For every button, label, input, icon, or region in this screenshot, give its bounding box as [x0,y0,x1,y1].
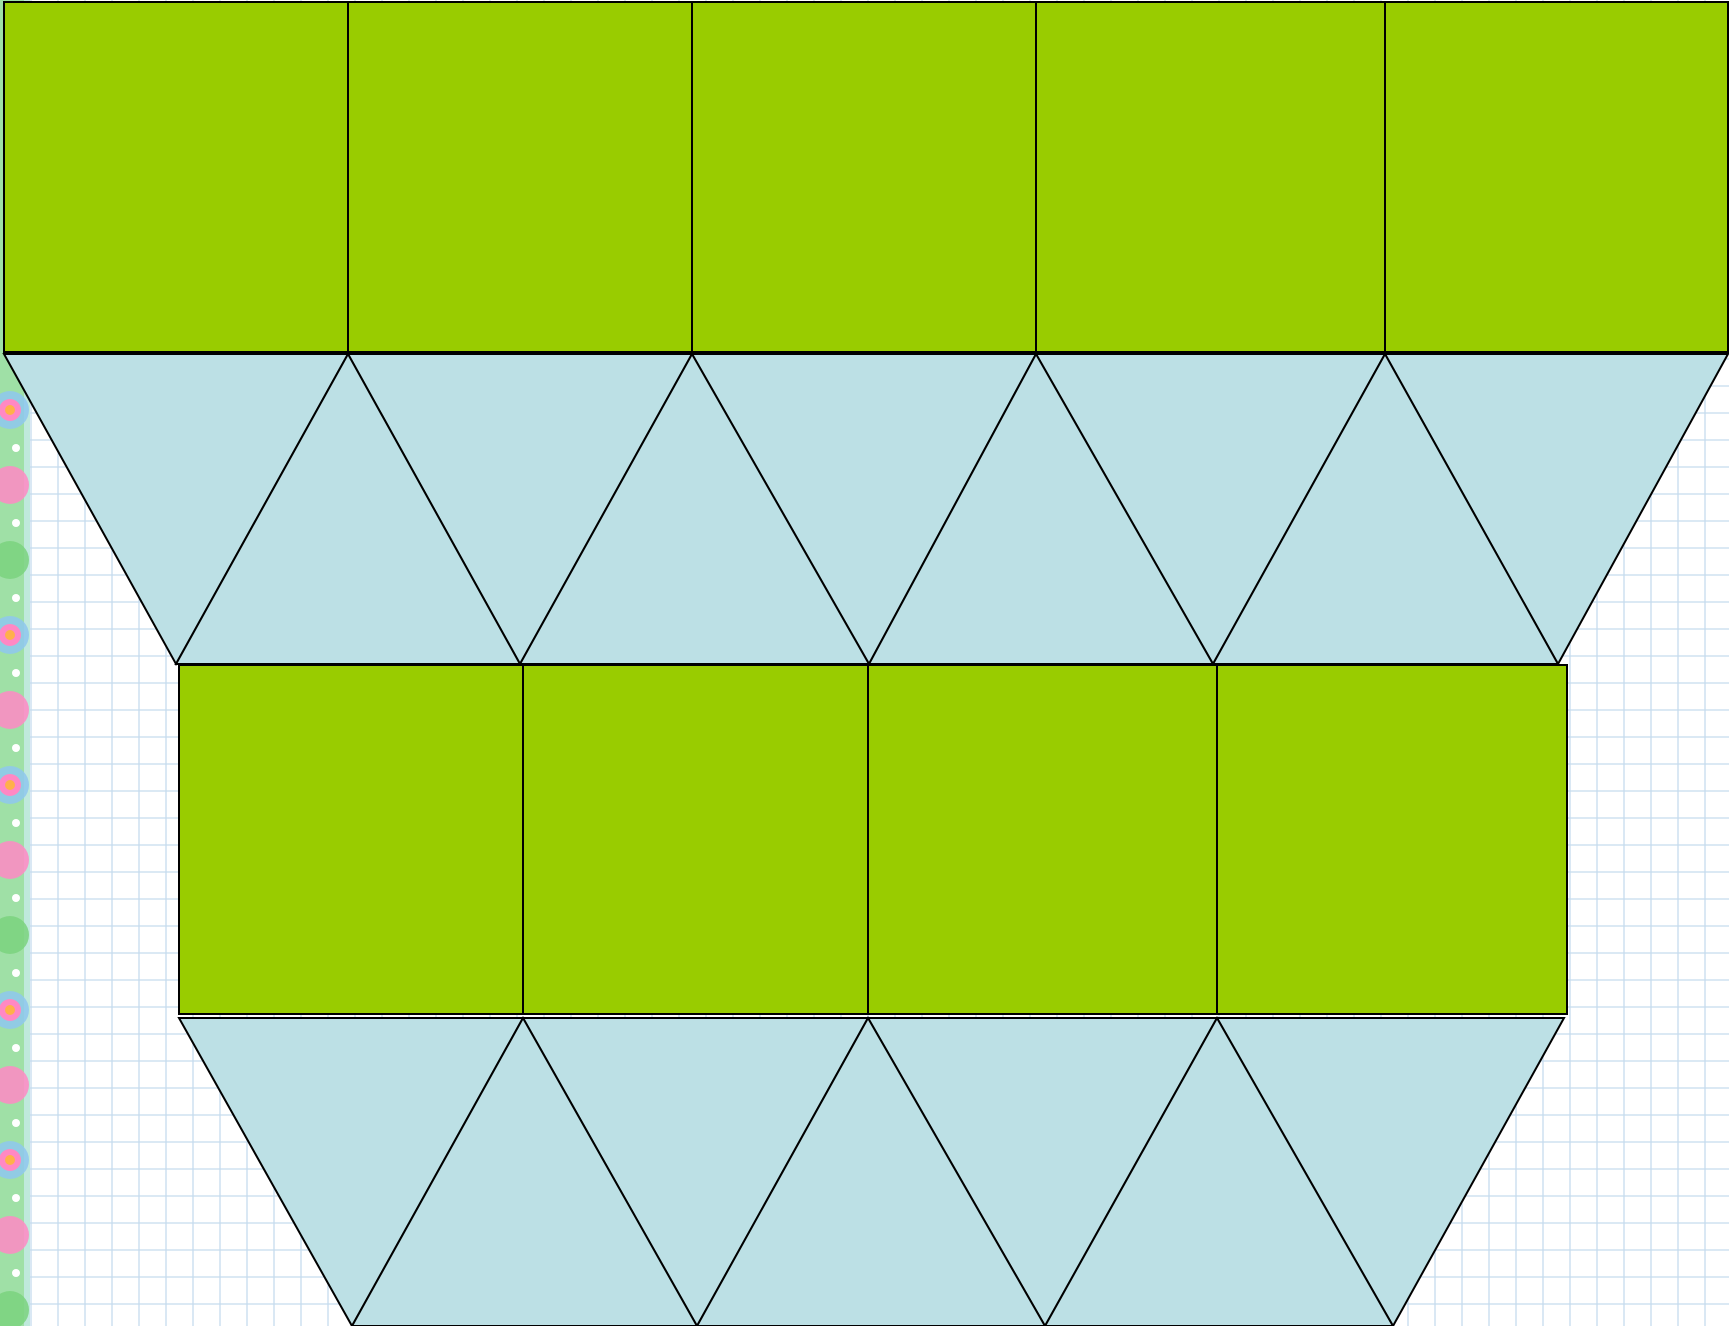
square-face [868,665,1217,1014]
square-face [692,2,1036,352]
square-face [1036,2,1385,352]
square-face [1385,2,1728,352]
square-face [348,2,692,352]
square-face [523,665,868,1014]
square-face [179,665,523,1014]
square-face [1217,665,1567,1014]
square-face [4,2,348,352]
